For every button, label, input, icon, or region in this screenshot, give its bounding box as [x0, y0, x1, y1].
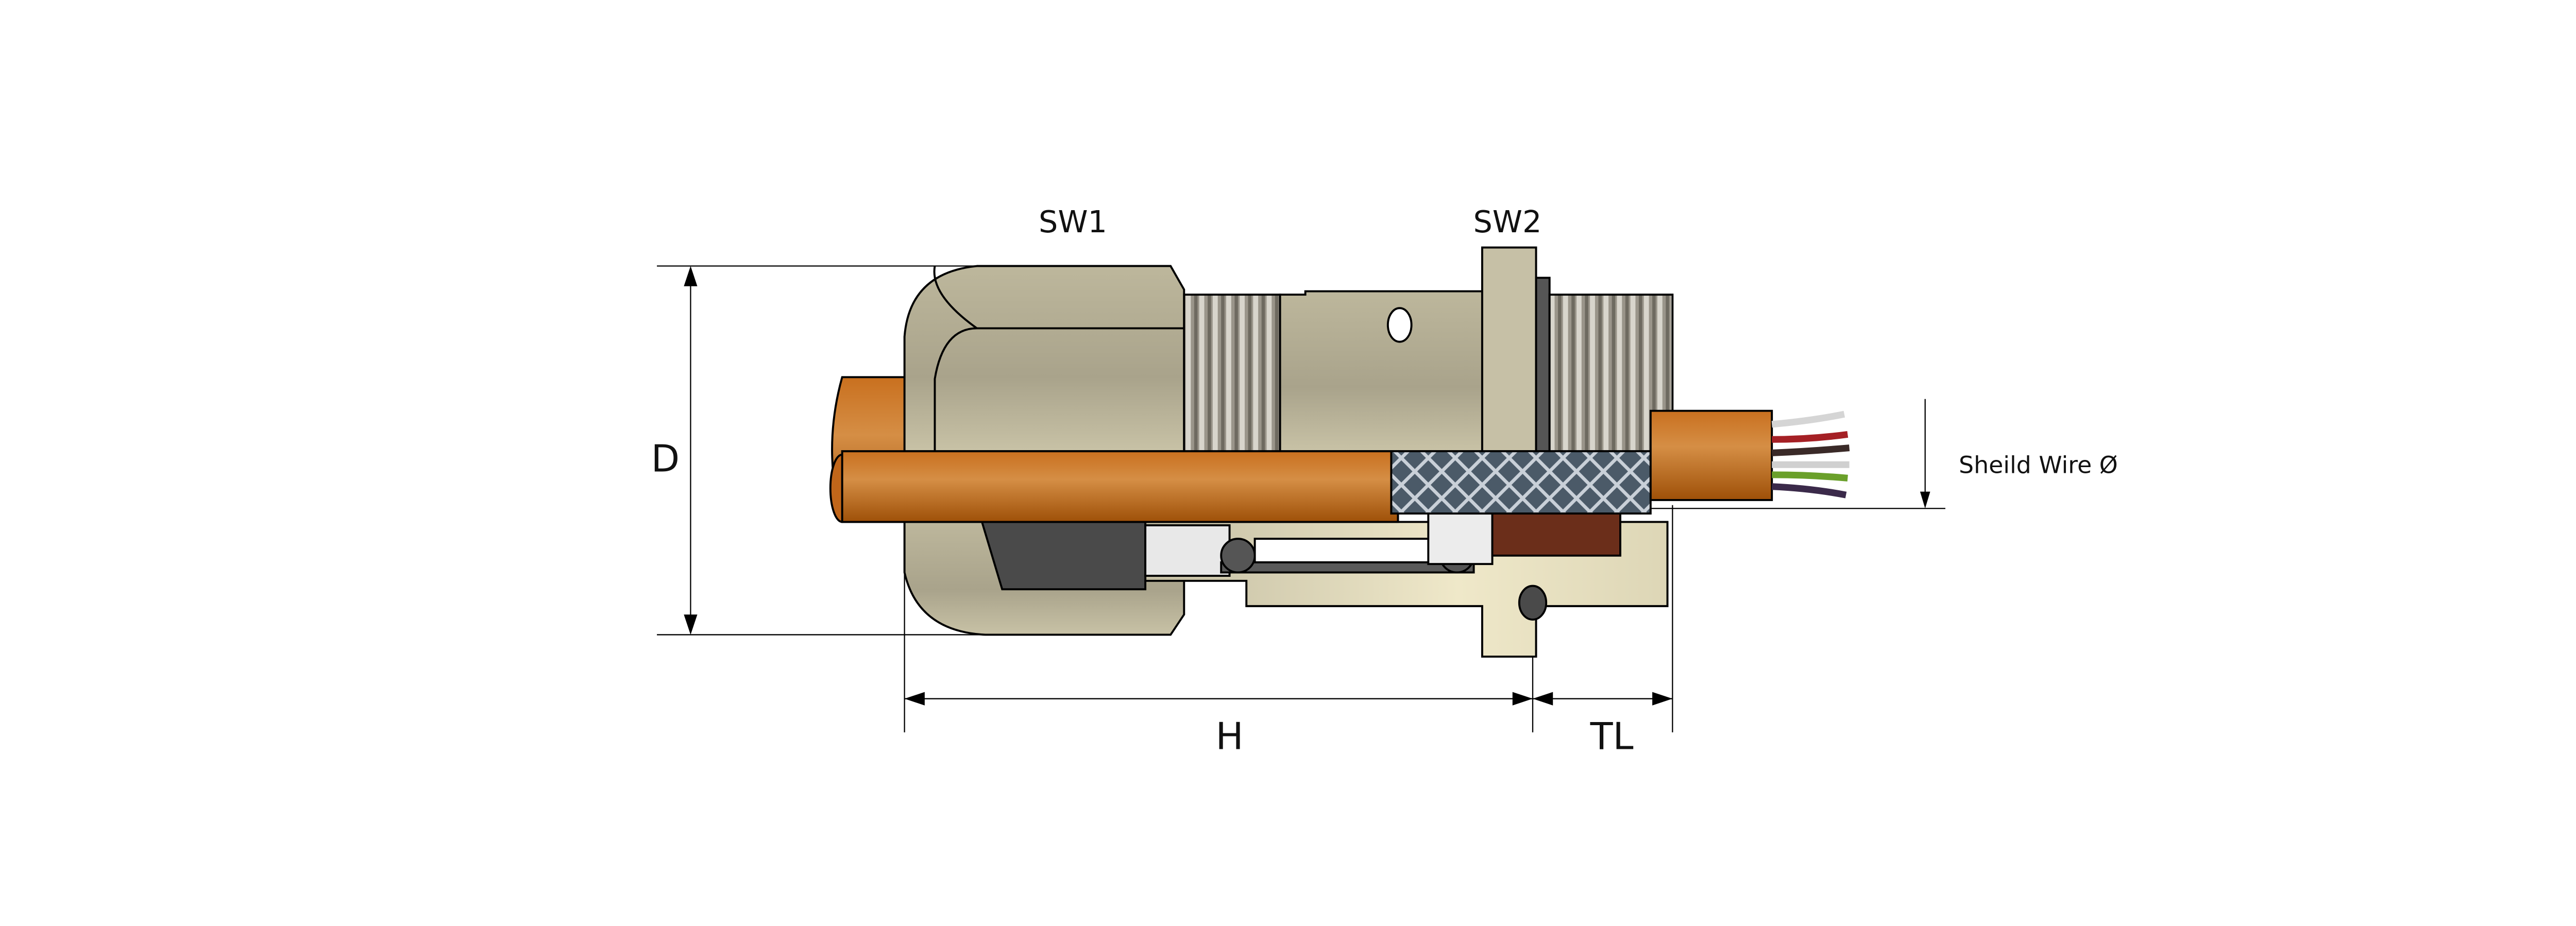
cable-inner: [1649, 409, 1773, 501]
wire-cores: [1771, 410, 1850, 499]
gland-body: [1279, 290, 1483, 453]
dimension-shield-wire: Sheild Wire Ø: [1650, 399, 2118, 509]
hex-flange-sw2: [1481, 246, 1537, 453]
dimension-d: D: [651, 265, 986, 636]
flange-seal: [1535, 277, 1551, 453]
label-sw1: SW1: [1039, 204, 1107, 239]
dimension-h-tl: H TL: [904, 505, 1673, 758]
label-tl: TL: [1590, 715, 1634, 758]
label-d: D: [651, 437, 680, 480]
label-h: H: [1216, 715, 1244, 758]
thread-1: [1183, 294, 1281, 453]
lower-section: [980, 512, 1669, 658]
label-sw2: SW2: [1473, 204, 1541, 239]
cable-main: [841, 450, 1399, 523]
shield-braid: [1390, 450, 1652, 515]
label-shield-wire: Sheild Wire Ø: [1959, 452, 2118, 479]
